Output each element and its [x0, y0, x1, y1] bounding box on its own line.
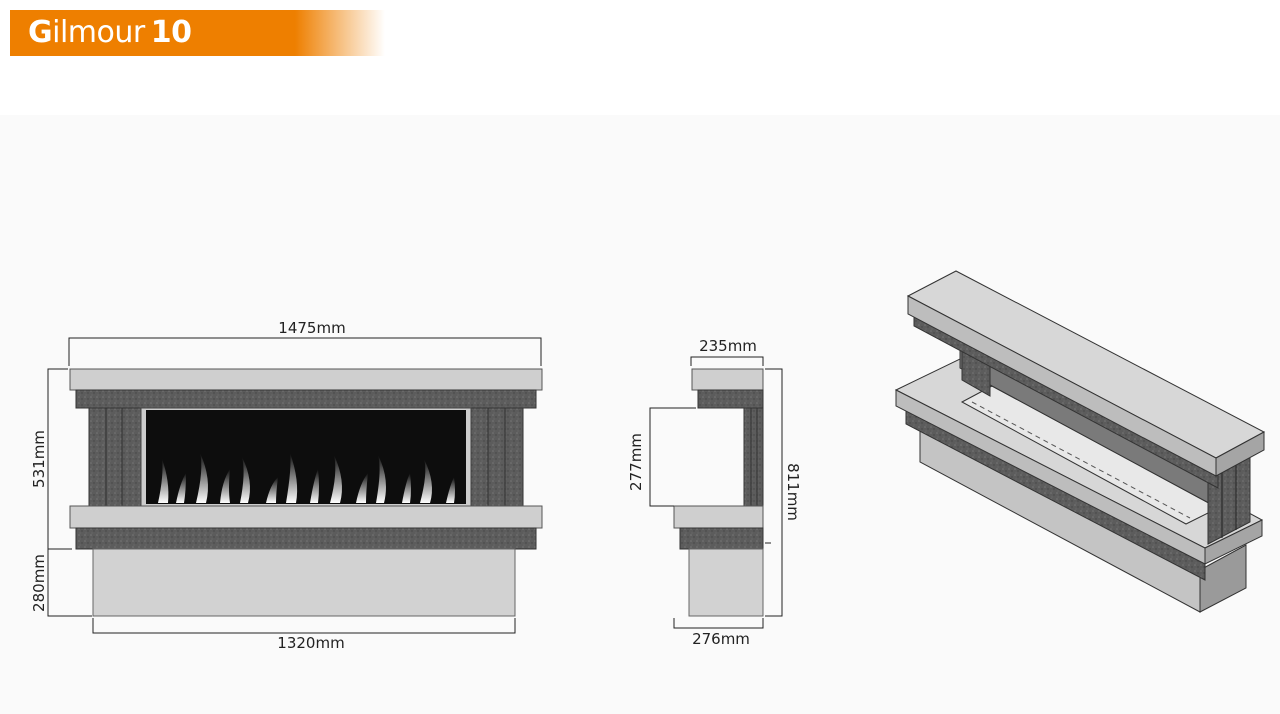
side-lower-band: [679, 527, 764, 550]
dim-width-base: 1320mm: [277, 634, 344, 652]
top-shelf: [69, 368, 543, 391]
top-stone-band: [75, 389, 537, 409]
side-view: 235mm 277mm 811mm 276mm: [627, 337, 802, 648]
side-lower-shelf: [673, 505, 764, 529]
dim-depth-base: 276mm: [692, 630, 750, 648]
side-dimension-lines: [649, 356, 783, 629]
dim-height-upper: 531mm: [30, 430, 48, 488]
firebox-glass: [146, 410, 466, 504]
dim-width-top: 1475mm: [278, 319, 345, 337]
left-pillar: [88, 407, 142, 507]
front-view: 1475mm 531mm 280mm 1320mm: [30, 319, 543, 652]
front-dimension-lines: [47, 337, 542, 634]
dim-height-base: 280mm: [30, 554, 48, 612]
iso-lower-shelf-side: [1204, 519, 1263, 565]
side-top-band: [697, 389, 764, 409]
iso-base-side: [1199, 544, 1247, 613]
iso-top-shelf-side: [1215, 431, 1265, 477]
right-pillar: [470, 407, 524, 507]
dim-depth-top: 235mm: [699, 337, 757, 355]
side-top-shelf: [691, 368, 764, 391]
title-first-letter: G: [28, 15, 53, 50]
flames: [158, 453, 455, 503]
dim-total-height: 811mm: [784, 463, 802, 521]
dim-opening-height: 277mm: [627, 433, 645, 491]
lower-shelf: [69, 505, 543, 529]
side-base: [688, 548, 764, 617]
base-plinth: [92, 548, 516, 617]
title-number: 10: [150, 15, 192, 50]
lower-stone-band: [75, 527, 537, 550]
side-back-column: [743, 407, 764, 507]
title-rest: ilmour: [52, 15, 145, 50]
isometric-view: [894, 270, 1266, 613]
